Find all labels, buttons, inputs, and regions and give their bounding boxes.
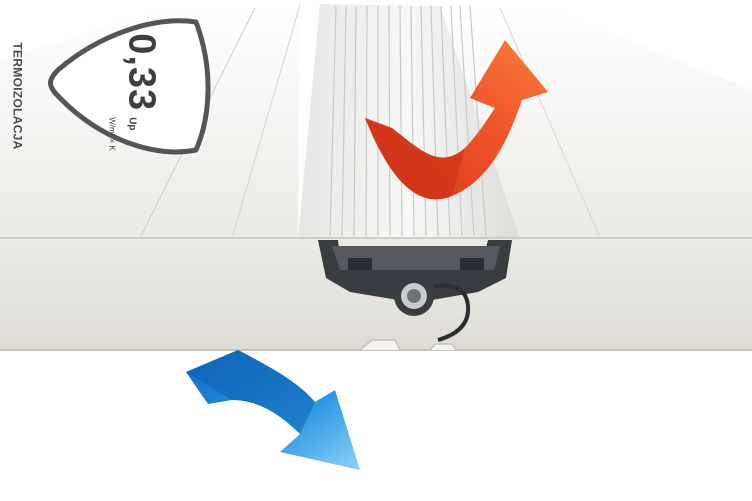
cold-air-arrow-icon xyxy=(186,350,360,470)
thermal-badge-text: 0,33 Up W/m² × K xyxy=(70,42,200,142)
panel-cross-section xyxy=(0,238,752,350)
badge-value: 0,33 xyxy=(120,33,163,111)
thermal-badge-content: 0,33 Up W/m² × K xyxy=(108,33,163,151)
side-title-text: TERMOIZOLACJA xyxy=(11,42,25,149)
badge-unit: W/m² × K xyxy=(108,117,117,151)
badge-symbol: Up xyxy=(127,117,138,151)
side-title: TERMOIZOLACJA xyxy=(4,28,32,163)
badge-label-stack: Up W/m² × K xyxy=(108,117,138,151)
